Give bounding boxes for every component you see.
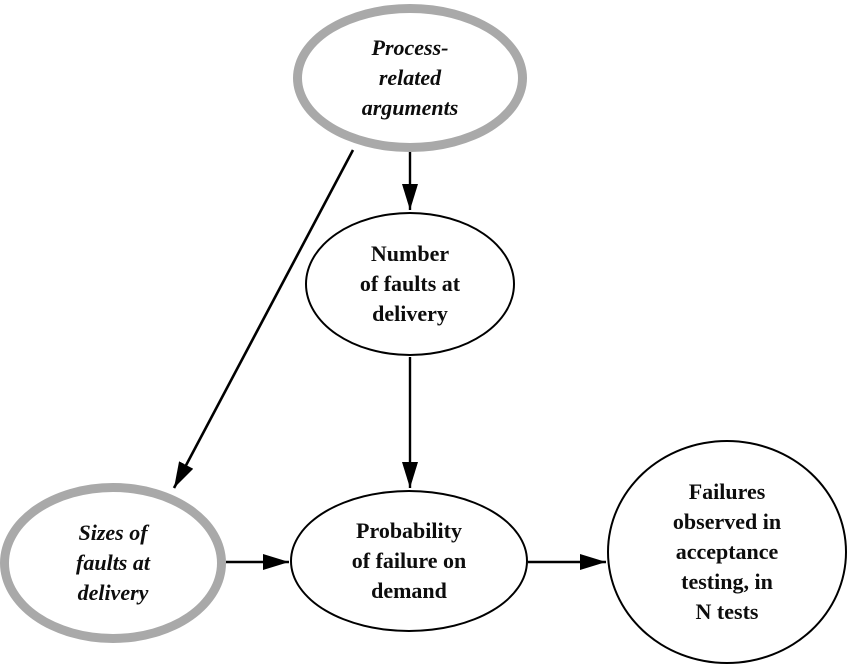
- node-label: Failures observed in acceptance testing,…: [672, 479, 782, 624]
- node-sizes-of-faults-at-delivery: Sizes of faults at delivery: [0, 483, 226, 643]
- node-label: Sizes of faults at delivery: [76, 520, 150, 605]
- node-label: Probability of failure on demand: [351, 518, 467, 603]
- arrow-process-to-sizes: [172, 149, 355, 489]
- node-process-related-arguments: Process- related arguments: [293, 4, 527, 152]
- node-label: Number of faults at delivery: [359, 241, 461, 326]
- node-probability-of-failure-on-demand: Probability of failure on demand: [290, 490, 528, 632]
- node-number-of-faults-at-delivery: Number of faults at delivery: [305, 212, 515, 356]
- node-failures-observed-in-acceptance-testing: Failures observed in acceptance testing,…: [607, 440, 847, 664]
- node-label: Process- related arguments: [361, 35, 459, 120]
